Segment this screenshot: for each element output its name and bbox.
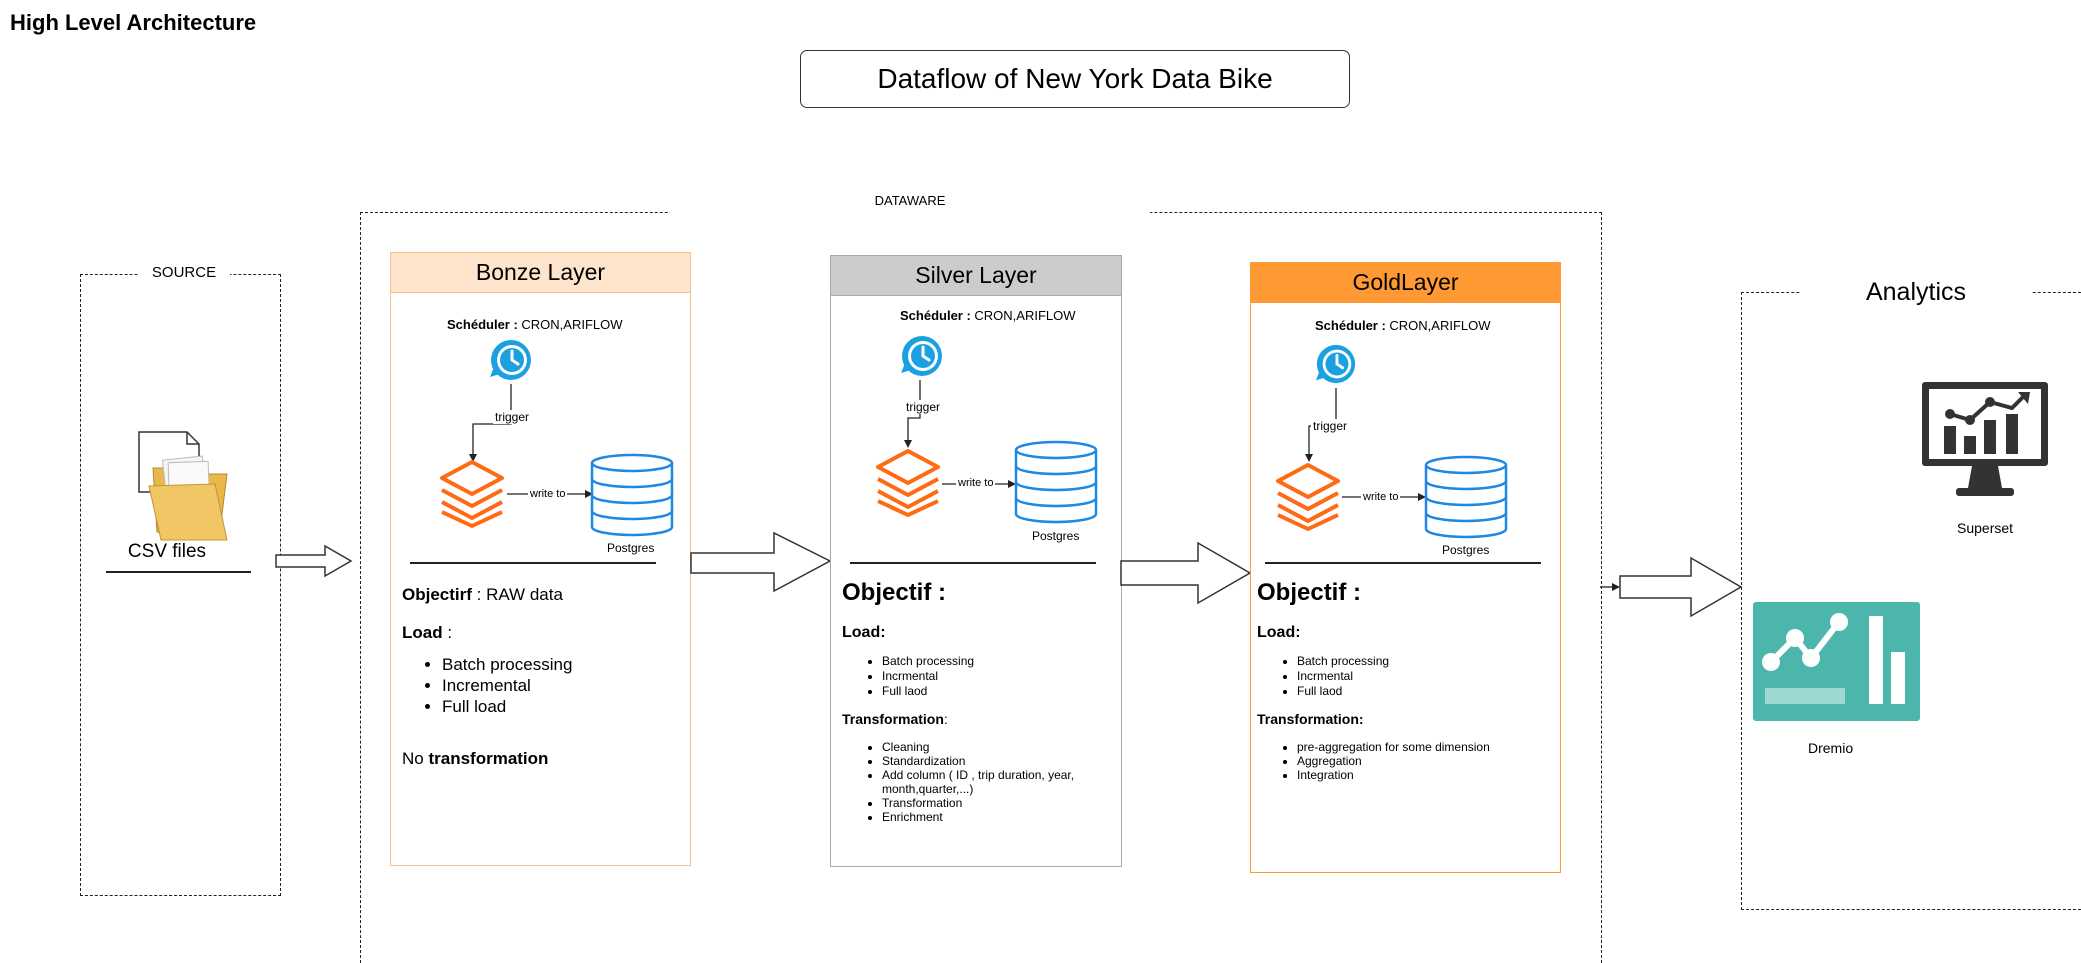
silver-db-label: Postgres (1032, 529, 1080, 543)
analytics-label: Analytics (1800, 278, 2032, 307)
database-icon (1424, 455, 1508, 539)
diagram-title: Dataflow of New York Data Bike (800, 50, 1350, 108)
databricks-icon (1274, 463, 1342, 531)
list-item: pre-aggregation for some dimension (1297, 740, 1490, 754)
silver-layer-card: Silver Layer (830, 255, 1122, 867)
gold-scheduler-text: Schéduler : CRON,ARIFLOW (1315, 318, 1491, 333)
list-item: Standardization (882, 754, 1132, 768)
bronze-load-label: Load (402, 623, 443, 642)
database-icon (590, 453, 674, 537)
bronze-layer-title: Bonze Layer (475, 259, 606, 285)
list-item: Full laod (1297, 684, 1389, 699)
bronze-objective-label: Objectirf (402, 585, 472, 604)
list-item: Cleaning (882, 740, 1132, 754)
arrow-bronze-to-silver (690, 531, 832, 593)
silver-trigger-label: trigger (904, 400, 943, 414)
source-label: SOURCE (138, 264, 230, 281)
superset-label: Superset (1957, 520, 2014, 536)
list-item: Batch processing (442, 654, 572, 675)
dremio-label: Dremio (1808, 740, 1854, 756)
scheduler-clock-icon (1314, 342, 1358, 386)
bronze-load-list: Batch processing Incremental Full load (402, 654, 572, 717)
gold-scheduler-value: CRON,ARIFLOW (1385, 318, 1491, 333)
list-item: Enrichment (882, 810, 1132, 824)
gold-layer-title: GoldLayer (1352, 269, 1459, 295)
list-item: Full laod (882, 684, 974, 699)
gold-transformation-label: Transformation: (1257, 711, 1364, 727)
bronze-db-label: Postgres (607, 541, 655, 555)
silver-scheduler-label: Schéduler : (900, 308, 971, 323)
bronze-scheduler-label: Schéduler : (447, 317, 518, 332)
databricks-icon (438, 460, 506, 528)
bronze-load: Load : (402, 623, 452, 643)
gold-write-label: write to (1361, 491, 1401, 503)
bronze-trigger-connector (469, 384, 512, 462)
page-title: High Level Architecture (10, 10, 257, 35)
gold-load-list: Batch processing Incrmental Full laod (1257, 654, 1389, 699)
bronze-scheduler-text: Schéduler : CRON,ARIFLOW (447, 317, 623, 332)
bronze-trigger-label: trigger (493, 410, 532, 424)
bronze-no-label: No (402, 749, 429, 768)
list-item: Incrmental (882, 669, 974, 684)
list-item: Integration (1297, 768, 1490, 782)
bronze-objective-value: : RAW data (471, 585, 563, 604)
silver-divider (850, 562, 1096, 564)
arrow-silver-to-gold (1120, 541, 1252, 605)
bronze-write-label: write to (528, 488, 568, 500)
folder-document-icon (135, 428, 235, 543)
arrow-dataware-edge (1600, 583, 1620, 591)
csv-underline (106, 571, 251, 573)
silver-layer-header: Silver Layer (831, 256, 1121, 296)
arrow-source-to-bronze (275, 545, 353, 577)
gold-objective-label: Objectif : (1257, 579, 1362, 606)
silver-layer-title: Silver Layer (915, 262, 1037, 288)
bronze-objective: Objectirf : RAW data (402, 585, 563, 605)
list-item: Incrmental (1297, 669, 1389, 684)
dremio-chart-icon (1753, 602, 1920, 721)
silver-load-label: Load: (842, 624, 886, 641)
silver-transformation-list: Cleaning Standardization Add column ( ID… (842, 740, 1132, 824)
database-icon (1014, 440, 1098, 524)
bronze-load-suffix: : (442, 623, 453, 642)
bronze-layer-card: Bonze Layer (390, 252, 691, 866)
gold-load-label: Load: (1257, 624, 1301, 641)
databricks-icon (874, 449, 942, 517)
superset-monitor-icon (1920, 380, 2050, 502)
silver-objective-label: Objectif : (842, 579, 947, 606)
arrow-gold-to-analytics (1619, 556, 1743, 618)
gold-db-label: Postgres (1442, 543, 1490, 557)
dataware-gap (670, 205, 1150, 219)
list-item: Incremental (442, 675, 572, 696)
silver-load-list: Batch processing Incrmental Full laod (842, 654, 974, 699)
scheduler-clock-icon (899, 333, 945, 379)
gold-divider (1265, 562, 1541, 564)
bronze-scheduler-value: CRON,ARIFLOW (517, 317, 623, 332)
silver-transformation-label: Transformation (842, 711, 944, 727)
bronze-no-transformation: No transformation (402, 749, 548, 769)
bronze-layer-header: Bonze Layer (391, 253, 690, 293)
list-item: Full load (442, 696, 572, 717)
silver-transformation-suffix: : (943, 711, 948, 727)
csv-files-label: CSV files (127, 541, 207, 562)
list-item: Batch processing (882, 654, 974, 669)
silver-transformation: Transformation: (842, 711, 948, 727)
gold-trigger-label: trigger (1311, 419, 1350, 433)
bronze-divider (410, 562, 656, 564)
list-item: Batch processing (1297, 654, 1389, 669)
silver-trigger-connector (904, 380, 921, 448)
list-item: Add column ( ID , trip duration, year, m… (882, 768, 1132, 796)
scheduler-clock-icon (488, 337, 534, 383)
bronze-transformation-label: transformation (428, 749, 549, 768)
silver-write-label: write to (956, 477, 996, 489)
gold-layer-header: GoldLayer (1251, 263, 1560, 303)
gold-transformation-list: pre-aggregation for some dimension Aggre… (1257, 740, 1490, 782)
gold-scheduler-label: Schéduler : (1315, 318, 1386, 333)
silver-scheduler-text: Schéduler : CRON,ARIFLOW (900, 308, 1076, 323)
list-item: Transformation (882, 796, 1132, 810)
list-item: Aggregation (1297, 754, 1490, 768)
dataware-label: DATAWARE (874, 193, 946, 208)
silver-scheduler-value: CRON,ARIFLOW (970, 308, 1076, 323)
gold-layer-card: GoldLayer (1250, 262, 1561, 873)
source-group (80, 274, 281, 896)
